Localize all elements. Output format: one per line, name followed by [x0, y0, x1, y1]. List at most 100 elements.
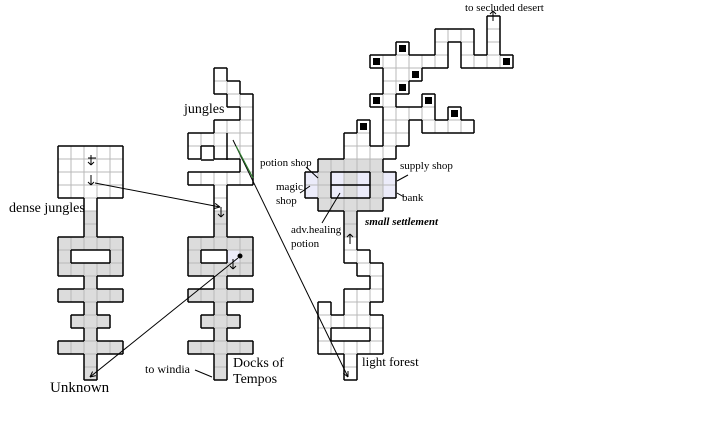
- map-cell: [343, 184, 358, 199]
- map-cell: [356, 158, 371, 173]
- arrowhead-icon: [346, 233, 351, 238]
- map-cell: [343, 158, 358, 173]
- arrowhead-icon: [342, 372, 349, 378]
- map-cell: [239, 93, 254, 108]
- map-cell: [96, 145, 111, 160]
- arrowhead-icon: [87, 161, 92, 166]
- map-cell: [356, 249, 371, 264]
- map-cell: [356, 184, 371, 199]
- map-cell: [343, 249, 358, 264]
- connector-jungles-light-forest: [232, 139, 349, 378]
- label-leader-line: [305, 166, 319, 179]
- map-cell: [460, 54, 475, 69]
- arrowhead-icon: [492, 10, 497, 15]
- arrowhead-icon: [232, 265, 237, 270]
- map-cell: [317, 158, 332, 173]
- map-cell: [343, 171, 358, 186]
- map-cell: [70, 236, 85, 251]
- map-cell: [213, 275, 228, 290]
- label-docks-of-tempos: Docks of: [233, 356, 284, 371]
- treasure-chest-marker: [412, 71, 419, 78]
- map-cell: [343, 340, 358, 355]
- connector-unknown: [89, 257, 239, 378]
- connector-green-segment: [235, 145, 254, 179]
- label-light-forest: light forest: [362, 354, 419, 369]
- map-cell: [330, 184, 345, 199]
- label-supply-shop: supply shop: [400, 160, 453, 172]
- map-cell: [356, 262, 371, 277]
- treasure-chest-marker: [399, 84, 406, 91]
- map-cell: [356, 314, 371, 329]
- map-cell: [83, 353, 98, 368]
- map-cell: [83, 184, 98, 199]
- map-cell: [369, 158, 384, 173]
- arrowhead-icon: [214, 203, 221, 208]
- map-cell: [213, 171, 228, 186]
- map-cell: [187, 288, 202, 303]
- map-cell: [460, 41, 475, 56]
- map-cells: [57, 15, 514, 381]
- map-cell: [369, 184, 384, 199]
- map-cell: [369, 197, 384, 212]
- map-cell: [239, 262, 254, 277]
- map-cell: [200, 171, 215, 186]
- map-cell: [226, 236, 241, 251]
- map-cell: [96, 171, 111, 186]
- map-cell: [486, 28, 501, 43]
- map-cell: [356, 145, 371, 160]
- arrowhead-icon: [214, 206, 221, 210]
- map-cell: [382, 67, 397, 82]
- map-cell: [83, 340, 98, 355]
- label-small-settlement: small settlement: [364, 216, 439, 228]
- map-cell: [187, 340, 202, 355]
- map-cell: [213, 327, 228, 342]
- map-cell: [317, 184, 332, 199]
- map-cell: [460, 28, 475, 43]
- map-cell: [213, 340, 228, 355]
- map-cell: [317, 314, 332, 329]
- map-cell: [187, 249, 202, 264]
- map-cell: [57, 184, 72, 199]
- label-leader-line: [396, 192, 405, 198]
- map-cell: [57, 236, 72, 251]
- map-cell: [70, 340, 85, 355]
- map-cell: [434, 119, 449, 134]
- map-cell: [226, 314, 241, 329]
- map-cell: [434, 54, 449, 69]
- map-cell: [57, 249, 72, 264]
- map-cell: [343, 353, 358, 368]
- map-cell: [226, 171, 241, 186]
- map-cell: [356, 171, 371, 186]
- connector-lines: [87, 10, 497, 378]
- map-cell: [83, 262, 98, 277]
- map-cell: [213, 366, 228, 381]
- map-cell: [83, 301, 98, 316]
- map-cell: [109, 288, 124, 303]
- map-cell: [70, 314, 85, 329]
- map-cell: [330, 171, 345, 186]
- label-docks-of-tempos-2: Tempos: [233, 372, 277, 387]
- label-bank: bank: [402, 192, 424, 204]
- map-cell: [70, 184, 85, 199]
- map-cell: [70, 262, 85, 277]
- map-cell: [109, 145, 124, 160]
- arrowhead-icon: [89, 371, 94, 378]
- map-cell: [187, 145, 202, 160]
- map-cell: [109, 158, 124, 173]
- map-cell: [395, 54, 410, 69]
- treasure-chest-marker: [503, 58, 510, 65]
- map-cell: [447, 28, 462, 43]
- map-cell: [369, 288, 384, 303]
- map-cell: [343, 145, 358, 160]
- map-cell: [395, 119, 410, 134]
- map-cell: [213, 80, 228, 95]
- map-cell: [213, 145, 228, 160]
- map-walls: [57, 15, 514, 381]
- label-magic-shop-2: shop: [276, 195, 297, 207]
- map-cell: [200, 314, 215, 329]
- map-cell: [343, 301, 358, 316]
- map-cell: [356, 340, 371, 355]
- map-cell: [213, 132, 228, 147]
- map-cell: [96, 288, 111, 303]
- label-dense-jungles: dense jungles: [9, 201, 85, 216]
